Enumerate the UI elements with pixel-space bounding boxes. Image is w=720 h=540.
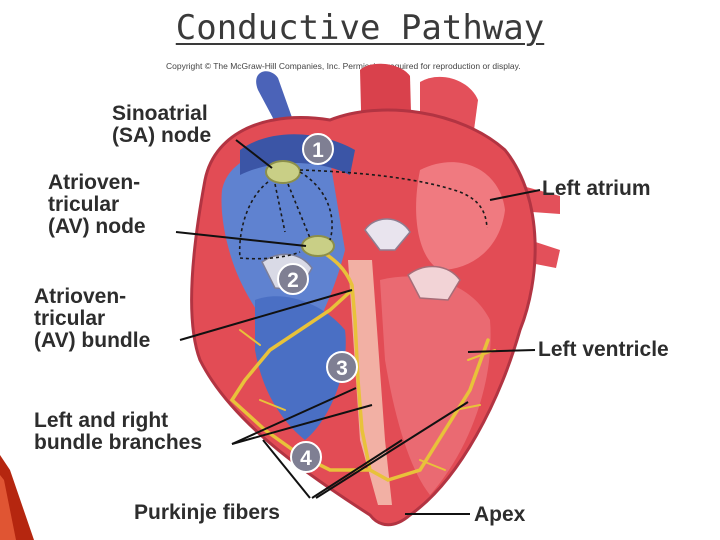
leader-bundle-branch-1: [231, 387, 357, 445]
corner-accent-highlight: [0, 475, 16, 540]
step-marker-1: [302, 133, 334, 165]
label-av-bundle: Atrioven- tricular (AV) bundle: [34, 285, 151, 352]
label-apex: Apex: [474, 503, 526, 526]
step-markers: 1 2 3 4: [277, 133, 358, 473]
aortic-valve: [364, 218, 411, 251]
right-ventricle: [255, 296, 346, 440]
label-av-node: Atrioven- tricular (AV) node: [48, 171, 146, 238]
label-sa-node: Sinoatrial (SA) node: [112, 102, 212, 147]
label-purkinje-fibers: Purkinje fibers: [134, 501, 280, 524]
impulse-curve-right: [299, 171, 333, 241]
mitral-valve: [407, 265, 461, 301]
impulse-sa-to-av: [287, 183, 311, 239]
left-atrium-chamber: [416, 162, 505, 270]
leader-left-atrium: [489, 189, 541, 201]
copyright-notice: Copyright © The McGraw-Hill Companies, I…: [166, 61, 521, 71]
label-bundle-branches: Left and right bundle branches: [34, 409, 203, 454]
impulse-sa-to-av-2: [274, 183, 286, 233]
av-node: [301, 235, 335, 257]
impulse-to-left-atrium: [299, 169, 488, 229]
label-left-atrium: Left atrium: [542, 177, 651, 200]
page-title: Conductive Pathway: [175, 8, 545, 48]
step-marker-1-label: 1: [312, 139, 324, 162]
leader-sa-node: [235, 139, 273, 169]
leader-bundle-branch-2: [231, 404, 373, 445]
step-marker-2: [277, 263, 309, 295]
purkinje-fiber-twigs: [239, 329, 496, 471]
step-marker-3: [326, 351, 358, 383]
leader-av-node: [175, 231, 307, 247]
impulse-curve-left: [238, 181, 301, 260]
leader-lines: [175, 139, 541, 515]
step-marker-2-label: 2: [287, 269, 299, 292]
label-left-ventricle: Left ventricle: [538, 338, 669, 361]
leader-av-bundle: [179, 289, 353, 341]
leader-purkinje-3: [315, 401, 469, 499]
step-marker-4: [290, 441, 322, 473]
av-bundle-fiber: [318, 248, 490, 482]
step-marker-4-label: 4: [300, 447, 312, 470]
interventricular-septum: [348, 260, 392, 505]
impulse-paths: [238, 169, 488, 260]
sa-node: [265, 160, 301, 184]
leader-purkinje-1: [262, 439, 311, 499]
leader-purkinje-2: [311, 439, 403, 499]
leader-left-ventricle: [467, 349, 536, 353]
step-marker-3-label: 3: [336, 357, 348, 380]
